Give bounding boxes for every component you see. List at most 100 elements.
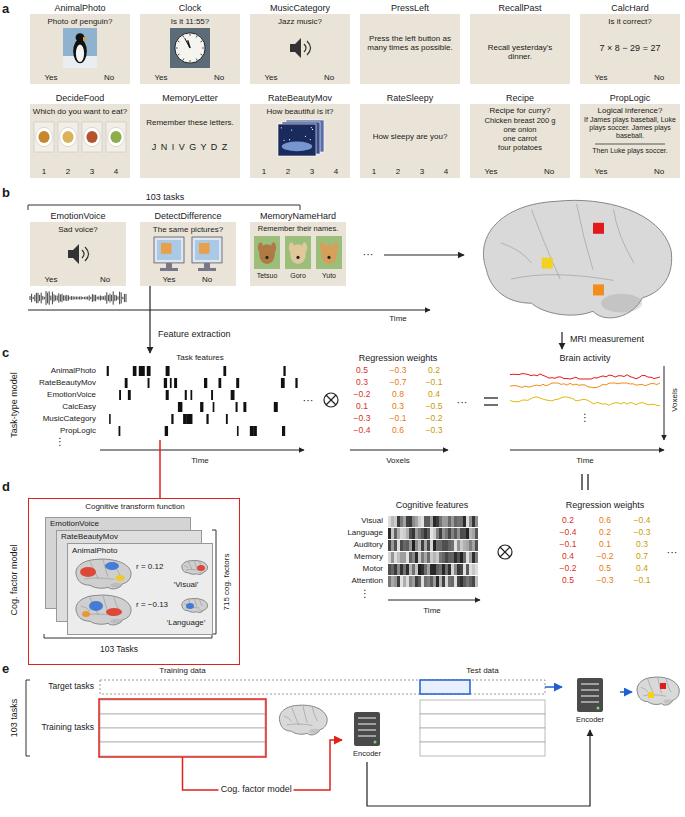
drawing-part: [206, 414, 208, 424]
figure-label: Regression weights: [566, 500, 645, 510]
drawing-part: [388, 600, 480, 601]
figure-label: 0.6: [599, 516, 611, 526]
transform-box: Cognitive transform function103 Tasks715…: [28, 498, 240, 665]
drawing-part: [68, 295, 69, 300]
drawing-part: [211, 390, 213, 400]
drawing-part: [427, 564, 430, 575]
drawing-part: [71, 296, 72, 300]
drawing-part: [421, 576, 424, 587]
node-heading: EmotionVoice: [50, 519, 99, 528]
drawing-part: [165, 426, 168, 436]
drawing-part: [282, 426, 285, 436]
drawing-part: [412, 528, 415, 539]
drawing-part: [442, 564, 445, 575]
drawing-part: [445, 552, 448, 563]
drawing-part: [122, 297, 123, 299]
drawing-part: [358, 717, 376, 719]
drawing-part: [418, 552, 421, 563]
drawing-part: [415, 516, 418, 527]
node-text: Is it correct?: [582, 17, 678, 26]
node-text: No: [92, 73, 126, 82]
drawing-part: [420, 728, 545, 742]
drawing-part: [457, 552, 460, 563]
figure-label: Language: [347, 528, 383, 537]
drawing-part: [445, 540, 448, 551]
node-heading: RateBeautyMov: [61, 532, 118, 541]
figure-label: 0.5: [356, 366, 368, 376]
activation-blob: [82, 611, 90, 617]
figure-label: 0.3: [392, 402, 404, 412]
drawing-part: [312, 129, 313, 130]
drawing-part: [664, 366, 665, 440]
node-illustration: [580, 104, 680, 178]
drawing-part: [196, 59, 197, 61]
figure-label: Memory: [354, 552, 383, 561]
drawing-part: [436, 564, 439, 575]
figure-label: −0.4: [634, 516, 651, 526]
figure-label: ···: [363, 248, 374, 261]
drawing-part: [223, 366, 226, 376]
node-text: 4: [110, 167, 122, 176]
drawing-part: [62, 131, 73, 143]
figure-label: ···: [667, 546, 678, 559]
drawing-part: [76, 595, 131, 625]
connector: [149, 286, 150, 353]
drawing-part: [451, 552, 454, 563]
drawing-part: [171, 414, 173, 424]
node-heading: Clock: [128, 3, 252, 13]
drawing-part: [166, 366, 170, 376]
node-text: Press the left button as many times as p…: [366, 34, 454, 52]
drawing-part: [394, 516, 397, 527]
brain-illustration: [182, 599, 208, 613]
drawing-part: [100, 450, 304, 451]
drawing-part: [200, 600, 203, 606]
drawing-part: [204, 378, 207, 388]
node-text: Yes: [474, 167, 508, 176]
drawing-part: [76, 44, 84, 62]
node-text: 2: [282, 167, 294, 176]
drawing-part: [309, 729, 319, 734]
drawing-part: [463, 552, 466, 563]
drawing-part: [439, 576, 442, 587]
drawing-part: [475, 552, 478, 563]
drawing-part: [190, 34, 191, 36]
drawing-part: [305, 136, 306, 137]
drawing-part: [394, 540, 397, 551]
node-text: Yes: [584, 167, 618, 176]
drawing-part: [170, 378, 172, 388]
node-text: No: [642, 73, 676, 82]
drawing-part: [175, 33, 205, 63]
drawing-part: [442, 516, 445, 527]
drawing-part: [388, 552, 391, 563]
node-text: 3: [86, 167, 98, 176]
encoder-server: Encoder: [342, 708, 392, 762]
node-text: The same pictures?: [142, 225, 234, 234]
figure-label: 0.8: [392, 390, 404, 400]
drawing-part: [107, 366, 109, 376]
node-heading: Training data: [100, 666, 265, 675]
drawing-part: [250, 426, 254, 436]
drawing-part: [439, 564, 442, 575]
figure-label: Auditory: [354, 540, 383, 549]
drawing-part: [457, 516, 460, 527]
drawing-part: [561, 332, 562, 349]
drawing-part: [54, 294, 55, 301]
drawing-part: [108, 295, 109, 301]
drawing-part: [283, 366, 285, 376]
drawing-part: [38, 293, 39, 303]
drawing-part: [188, 562, 192, 570]
drawing-part: [58, 293, 59, 302]
drawing-part: [63, 295, 64, 300]
drawing-part: [111, 295, 112, 301]
drawing-part: [185, 390, 187, 400]
brain-illustration: [483, 200, 671, 318]
figure-label: −0.4: [560, 528, 577, 538]
drawing-part: [302, 242, 307, 253]
drawing-part: [201, 41, 203, 42]
drawing-part: [198, 268, 216, 271]
drawing-part: [484, 404, 498, 405]
figure-label: Task-type model: [9, 372, 19, 438]
drawing-part: [99, 699, 266, 757]
node-heading: Test data: [420, 666, 545, 675]
